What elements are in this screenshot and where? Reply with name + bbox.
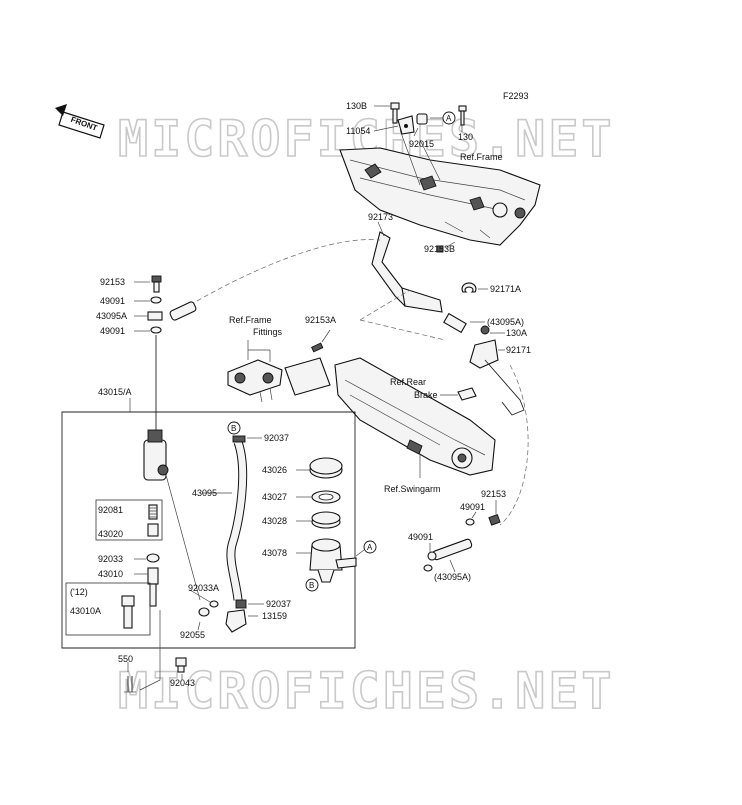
swingarm-illustration (334, 357, 496, 476)
bolt-130 (458, 105, 467, 126)
label-43078: 43078 (262, 548, 287, 558)
front-arrow-icon: FRONT (55, 104, 105, 139)
label-49091-right2: 49091 (408, 532, 433, 542)
bolt-92153-right (488, 513, 501, 526)
watermark-bottom: MICROFICHES.NET (118, 662, 615, 720)
label-130A: 130A (506, 328, 527, 338)
label-49091-right: 49091 (460, 502, 485, 512)
hose-43095 (226, 440, 248, 601)
pin-92043 (175, 657, 187, 673)
label-43026: 43026 (262, 465, 287, 475)
label-92153B: 92153B (424, 244, 455, 254)
year-subbox (65, 582, 151, 636)
callout-b-top: B (227, 421, 241, 435)
label-43010A: 43010A (70, 606, 101, 616)
seal-92055 (198, 607, 210, 617)
oring-92033A (209, 600, 219, 608)
label-ref-rear-brake-1: Ref.Rear (390, 377, 426, 387)
label-92037-bottom: 92037 (266, 599, 291, 609)
label-92015: 92015 (409, 139, 434, 149)
pushrod-43010 (147, 567, 159, 607)
clamp-92171A (461, 282, 477, 293)
label-92081: 92081 (98, 505, 123, 515)
seal-92033 (146, 553, 160, 563)
bracket-11054 (397, 115, 415, 135)
callout-b-bottom: B (305, 578, 319, 592)
piston-43020 (147, 523, 159, 537)
label-49091-a: 49091 (100, 296, 125, 306)
label-92153-left: 92153 (100, 277, 125, 287)
master-cylinder (143, 429, 201, 601)
label-92171: 92171 (506, 345, 531, 355)
label-ref-frame-top: Ref.Frame (460, 152, 503, 162)
label-43010: 43010 (98, 569, 123, 579)
label-550: 550 (118, 654, 133, 664)
fitting-43095A (147, 301, 197, 321)
label-49091-b: 49091 (100, 326, 125, 336)
washer-49091-right2 (423, 564, 433, 572)
label-130: 130 (458, 132, 473, 142)
svg-text:B: B (231, 424, 236, 433)
fitting-43095A-top (443, 312, 490, 335)
label-43095A-paren-top: (43095A) (487, 317, 524, 327)
label-92043: 92043 (170, 678, 195, 688)
label-43095A-paren-bottom: (43095A) (434, 572, 471, 582)
bolt-92153-left (151, 275, 162, 293)
clamp-92015 (416, 113, 428, 125)
svg-text:A: A (367, 543, 373, 552)
frame-fitting-illustration (227, 357, 331, 403)
bolt-92153B (436, 245, 444, 253)
cotter-pin-550 (124, 676, 136, 693)
clamp-92037-bottom (235, 599, 247, 609)
label-92171A: 92171A (490, 284, 521, 294)
washer-49091-a (150, 296, 162, 304)
label-13159: 13159 (262, 611, 287, 621)
label-92033A: 92033A (188, 583, 219, 593)
subgroup-box (95, 499, 163, 541)
label-43020: 43020 (98, 529, 123, 539)
label-43027: 43027 (262, 492, 287, 502)
plate-43027 (311, 490, 341, 504)
pushrod-43010A (121, 595, 135, 629)
label-ref-frame-fittings-1: Ref.Frame (229, 315, 272, 325)
callout-a-bottom: A (363, 540, 377, 554)
label-92173: 92173 (368, 212, 393, 222)
spring-92081 (148, 504, 158, 520)
callout-a-top: A (442, 111, 456, 125)
label-43028: 43028 (262, 516, 287, 526)
diaphragm-43028 (311, 511, 341, 529)
label-43095: 43095 (192, 488, 217, 498)
label-92033: 92033 (98, 554, 123, 564)
svg-text:A: A (446, 114, 452, 123)
fitting-43095A-bottom (427, 538, 473, 561)
label-92153-right: 92153 (481, 489, 506, 499)
label-ref-frame-fittings-2: Fittings (253, 327, 283, 337)
label-92055: 92055 (180, 630, 205, 640)
label-130B: 130B (346, 101, 367, 111)
label-43015A: 43015/A (98, 387, 132, 397)
label-ref-rear-brake-2: Brake (414, 390, 438, 400)
washer-49091-b (150, 326, 162, 334)
label-year-12: ('12) (70, 587, 88, 597)
fitting-13159 (225, 609, 247, 633)
washer-49091-right (465, 518, 475, 526)
bolt-92153A (311, 342, 324, 353)
label-11054: 11054 (346, 126, 370, 136)
bracket-92171 (469, 339, 525, 416)
reservoir-43078 (309, 538, 357, 583)
svg-text:B: B (309, 581, 314, 590)
bolt-130B (390, 102, 400, 124)
label-92037-top: 92037 (264, 433, 289, 443)
label-43095A: 43095A (96, 311, 127, 321)
label-ref-swingarm: Ref.Swingarm (384, 484, 441, 494)
clamp-92037-top (232, 435, 246, 443)
label-92153A: 92153A (305, 315, 336, 325)
cap-43026 (309, 457, 343, 479)
figure-code: F2293 (503, 91, 529, 101)
bracket-92173 (371, 231, 443, 313)
frame-illustration (339, 147, 541, 246)
